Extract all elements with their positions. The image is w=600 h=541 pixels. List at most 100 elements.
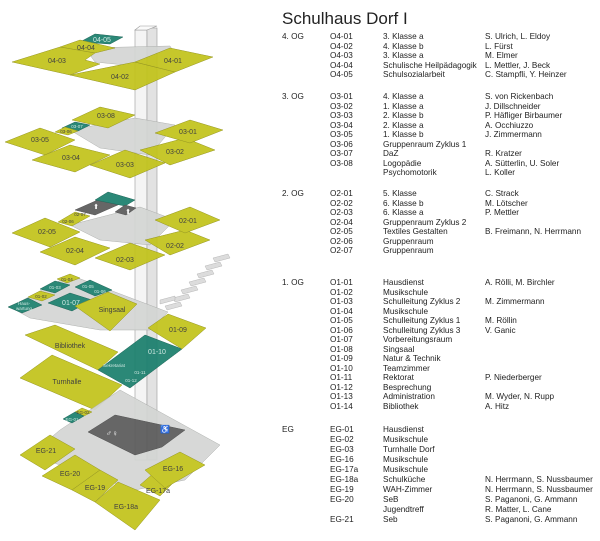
room-label: 01-10 [148,349,166,356]
room-o3-04[interactable] [31,144,111,173]
room-occupants: M. Wyder, N. Rupp [485,392,555,401]
room-label: Turnhalle [53,379,82,386]
room-o2-05[interactable] [11,217,81,248]
room-o4-05[interactable] [79,33,124,45]
floor-name: 3. OG [282,92,304,101]
room-code: O2-07 [330,246,353,255]
room-eg-19[interactable] [71,469,119,503]
room-label: 03-04 [62,155,80,162]
room-o2-06-07[interactable] [57,211,91,227]
room-code: O3-05 [330,130,353,139]
room-o4-01[interactable] [134,47,214,73]
room-code: O1-08 [330,344,353,354]
room-name: Musikschule [383,455,429,464]
room-name: Psychomotorik [383,168,437,177]
room-turnhalle[interactable] [19,354,123,411]
room-label: Sekretariat [103,363,126,368]
room-o1-05-06[interactable] [74,279,113,297]
room-name: SeB [383,495,399,504]
room-label: 03-01 [179,129,197,136]
room-label: 02-05 [38,229,56,236]
room-label: 03-08 [97,113,115,120]
room-name: Hausdienst [383,425,424,434]
room-eg-21[interactable] [19,434,76,471]
room-occupants: S. von Rickenbach [485,92,554,101]
isometric-floor-plan: 04-05 04-04 04-03 04-02 04-01 03-08 03-0… [4,25,231,531]
room-code: O2-04 [330,217,353,227]
room-name: Vorbereitungsraum [383,335,453,344]
room-singsaal[interactable] [74,291,138,332]
room-label: 01-03 [49,285,61,290]
floor-eg: ♂♀ ♿ EG-02 EG-01 EG-21 EG-20 EG-19 EG-18… [19,389,221,531]
room-o1-03[interactable] [39,280,71,294]
room-eg-01[interactable] [62,411,85,424]
room-code: O1-03 [330,297,353,306]
room-code: O1-01 [330,278,353,287]
room-code: O4-04 [330,60,353,70]
room-occupants: A. Rölli, M. Birchler [485,278,555,287]
room-label: 04-02 [111,74,129,81]
room-o2-04[interactable] [39,236,111,266]
room-name: 5. Klasse [383,189,417,198]
room-label: EG-19 [85,485,105,492]
room-name: Singsaal [383,344,415,354]
room-code: O3-07 [330,149,353,158]
room-o1-04[interactable] [56,273,81,284]
room-o1-02[interactable] [27,290,56,302]
room-name: Seb [383,515,398,524]
room-occupants: S. Ulrich, L. Eldoy [485,32,551,41]
room-label: 03-06 [60,129,72,134]
room-occupants: P. Niederberger [485,373,542,382]
room-code: EG-16 [330,455,354,464]
room-label: 01-05 [82,284,94,289]
room-o1-09[interactable] [147,313,207,350]
restroom-icon: ♿ [160,424,170,434]
room-name: Jugendtreff [383,505,424,514]
room-name: Turnhalle Dorf [383,445,435,454]
room-name: 2. Klasse a [383,120,424,130]
room-occupants: M. Röllin [485,316,517,325]
room-code: O1-02 [330,287,353,297]
room-o3-05[interactable] [4,127,76,156]
room-code: EG-01 [330,425,354,434]
room-label: 03-02 [166,149,184,156]
room-o2-01[interactable] [154,206,221,234]
room-name: 6. Klasse a [383,208,424,217]
room-name: Musikschule [383,465,429,474]
room-o2-03[interactable] [94,242,166,271]
room-eg-18a[interactable] [94,481,161,531]
room-label: 01-12 [125,378,137,383]
room-o2-02[interactable] [144,229,211,256]
room-occupants: L. Fürst [485,41,513,51]
room-name: Schulleitung Zyklus 2 [383,297,461,306]
room-occupants: A. Sütterlin, U. Soler [485,158,560,168]
room-label: Haus- [18,301,31,306]
room-occupants: M. Zimmermann [485,297,545,306]
room-name: Schulleitung Zyklus 3 [383,325,461,335]
room-occupants: C. Strack [485,189,519,198]
room-label: 04-01 [164,58,182,65]
room-code: O1-14 [330,401,353,411]
room-label: wartung [16,306,33,311]
room-label: 01-06 [94,289,106,294]
room-o3-06[interactable] [54,126,79,136]
room-label: EG-17a [146,488,170,495]
room-occupants: M. Lötscher [485,198,528,208]
room-o3-03[interactable] [89,149,166,179]
room-name: Musikschule [383,306,429,316]
room-name: Besprechung [383,382,432,392]
room-occupants: M. Elmer [485,51,518,60]
room-hauswartung[interactable] [7,297,43,314]
room-bibliothek[interactable] [24,324,119,371]
room-o3-01[interactable] [154,119,224,144]
room-code: EG-17a [330,465,359,474]
room-eg-16[interactable] [144,451,206,489]
room-occupants: J. Dillschneider [485,101,541,111]
room-code: O2-03 [330,208,353,217]
room-o3-02[interactable] [139,137,216,166]
room-o3-08[interactable] [71,106,136,129]
room-name: Bibliothek [383,401,419,411]
room-name: Teamzimmer [383,363,430,373]
floor-3-og: 03-08 03-07 03-06 03-05 03-04 03-03 03-0… [4,106,224,179]
floor-name: 4. OG [282,32,304,41]
